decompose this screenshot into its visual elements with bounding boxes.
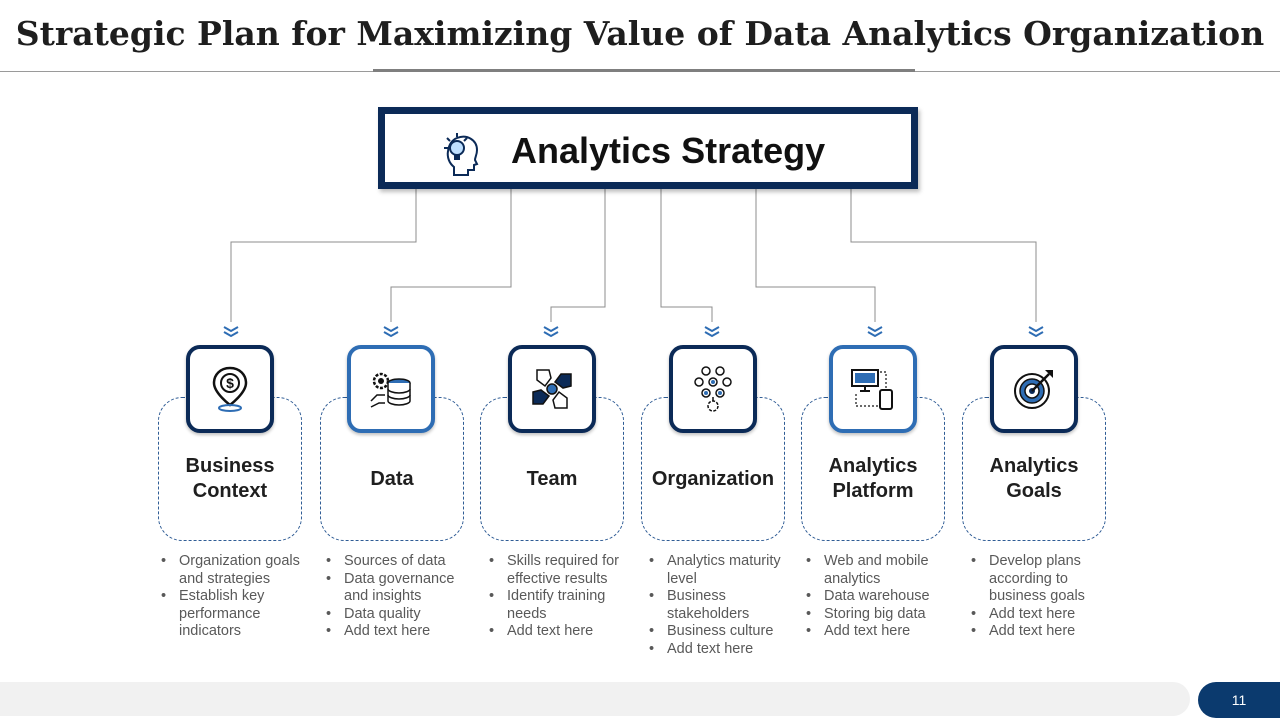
footer-bar [0,682,1190,716]
chevron-down-icon [543,326,559,338]
pillar-bullets-analytics-goals: Develop plans according to business goal… [971,553,1124,641]
title-accent-bar [373,69,915,72]
location-dollar-icon: $ [212,366,248,412]
bullet-item: Identify training needs [489,588,642,623]
devices-icon [851,369,893,410]
bullet-item: Data quality [326,606,479,624]
chevron-down-icon [383,326,399,338]
target-icon [1014,370,1053,409]
pillar-icon-tile-business-context: $ [186,345,274,433]
pillar-title-business-context: Business Context [185,455,275,502]
pillar-title-analytics-goals: Analytics Goals [989,455,1079,502]
bullet-item: Storing big data [806,606,959,624]
pillar-icon-tile-data [347,345,435,433]
pillar-title-team: Team [526,467,578,490]
bullet-item: Add text here [489,623,642,641]
connector-analytics-platform [755,189,876,322]
slide-title: Strategic Plan for Maximizing Value of D… [15,14,1265,53]
pillar-title-organization: Organization [651,467,775,490]
bullet-item: Skills required for effective results [489,553,642,588]
bullet-item: Add text here [649,641,802,659]
pillar-bullets-organization: Analytics maturity level Business stakeh… [649,553,802,658]
chevron-down-icon [867,326,883,338]
bullet-item: Organization goals and strategies [161,553,314,588]
bullet-item: Add text here [326,623,479,641]
connector-team [550,189,606,322]
connector-data [390,189,512,322]
bullet-item: Web and mobile analytics [806,553,959,588]
strategy-label: Analytics Strategy [511,130,826,171]
pillar-title-data: Data [370,467,414,490]
bullet-item: Data governance and insights [326,571,479,606]
connector-business-context [230,189,417,322]
bullet-item: Establish key performance indicators [161,588,314,641]
bullet-item: Add text here [806,623,959,641]
chevron-down-icon [223,326,239,338]
org-structure-icon [694,366,732,412]
chevron-down-icon [1028,326,1044,338]
head-lightbulb-icon [435,128,485,176]
bullet-item: Business culture [649,623,802,641]
pillar-icon-tile-analytics-platform [829,345,917,433]
joined-hands-icon [532,369,572,409]
analytics-strategy-box: Analytics Strategy [378,107,918,189]
page-number: 11 [1198,682,1280,718]
bullet-item: Analytics maturity level [649,553,802,588]
bullet-item: Data warehouse [806,588,959,606]
bullet-item: Business stakeholders [649,588,802,623]
pillar-bullets-analytics-platform: Web and mobile analytics Data warehouse … [806,553,959,641]
bullet-item: Develop plans according to business goal… [971,553,1124,606]
pillar-icon-tile-analytics-goals [990,345,1078,433]
connector-analytics-goals [850,189,1037,322]
bullet-item: Add text here [971,623,1124,641]
pillar-icon-tile-organization [669,345,757,433]
pillar-bullets-business-context: Organization goals and strategies Establ… [161,553,314,641]
pillar-bullets-team: Skills required for effective results Id… [489,553,642,641]
pillar-icon-tile-team [508,345,596,433]
bullet-item: Add text here [971,606,1124,624]
connector-organization [660,189,713,322]
pillar-title-analytics-platform: Analytics Platform [828,455,918,502]
pillar-bullets-data: Sources of data Data governance and insi… [326,553,479,641]
svg-text:$: $ [226,375,234,391]
bullet-item: Sources of data [326,553,479,571]
gear-database-icon [370,372,411,408]
chevron-down-icon [704,326,720,338]
